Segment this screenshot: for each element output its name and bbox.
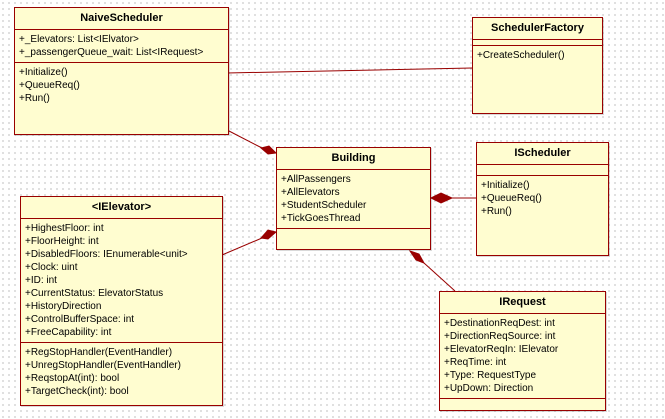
attribute: +Clock: uint <box>25 262 78 273</box>
link-naive-factory <box>226 67 473 74</box>
composition-diamond-naive <box>259 145 278 155</box>
operation: +UnregStopHandler(EventHandler) <box>25 360 181 371</box>
attribute: +StudentScheduler <box>281 200 367 211</box>
class-name: Building <box>277 148 430 170</box>
operation: +Run() <box>19 93 50 104</box>
attributes-section: +AllPassengers +AllElevators +StudentSch… <box>277 170 430 229</box>
class-naive-scheduler[interactable]: NaiveScheduler +_Elevators: List<IElvato… <box>14 7 229 135</box>
operations-section <box>277 229 430 235</box>
class-scheduler-factory[interactable]: SchedulerFactory +CreateScheduler() <box>472 17 603 114</box>
attribute: +DestinationReqDest: int <box>444 318 555 329</box>
attribute: +TickGoesThread <box>281 213 361 224</box>
operations-section: +CreateScheduler() <box>473 46 602 65</box>
link-ielevator-building <box>221 237 263 256</box>
attribute: +ElevatorReqIn: IElevator <box>444 344 559 355</box>
attribute: +AllElevators <box>281 187 340 198</box>
attributes-section: +HighestFloor: int +FloorHeight: int +Di… <box>21 219 222 343</box>
operation: +QueueReq() <box>19 80 80 91</box>
attribute: +UpDown: Direction <box>444 383 534 394</box>
operation: +QueueReq() <box>481 193 542 204</box>
operation: +Initialize() <box>481 180 530 191</box>
attributes-section <box>473 40 602 46</box>
attribute: +FloorHeight: int <box>25 236 99 247</box>
operation: +TargetCheck(int): bool <box>25 386 129 397</box>
attribute: +ControlBufferSpace: int <box>25 314 135 325</box>
attribute: +HistoryDirection <box>25 301 102 312</box>
attribute: +ID: int <box>25 275 57 286</box>
class-ielevator[interactable]: <IElevator> +HighestFloor: int +FloorHei… <box>20 196 223 406</box>
composition-diamond-irequest <box>408 250 426 264</box>
attribute: +AllPassengers <box>281 174 351 185</box>
attribute: +DisabledFloors: IEnumerable<unit> <box>25 249 188 260</box>
attribute: +FreeCapability: int <box>25 327 112 338</box>
operations-section <box>440 399 605 405</box>
attribute: +HighestFloor: int <box>25 223 104 234</box>
class-name: <IElevator> <box>21 197 222 219</box>
operations-section: +RegStopHandler(EventHandler) +UnregStop… <box>21 343 222 401</box>
attribute: +_passengerQueue_wait: List<IRequest> <box>19 47 204 58</box>
attributes-section: +_Elevators: List<IElvator> +_passengerQ… <box>15 30 228 63</box>
attribute: +ReqTime: int <box>444 357 507 368</box>
attribute: +Type: RequestType <box>444 370 537 381</box>
class-name: SchedulerFactory <box>473 18 602 40</box>
class-name: IScheduler <box>477 143 608 165</box>
composition-diamond-ielevator <box>260 229 278 240</box>
attributes-section <box>477 165 608 176</box>
composition-diamond-ischeduler <box>429 192 454 204</box>
attribute: +DirectionReqSource: int <box>444 331 556 342</box>
operation: +ReqstopAt(int): bool <box>25 373 120 384</box>
class-building[interactable]: Building +AllPassengers +AllElevators +S… <box>276 147 431 250</box>
operation: +RegStopHandler(EventHandler) <box>25 347 173 358</box>
operation: +CreateScheduler() <box>477 50 565 61</box>
operations-section: +Initialize() +QueueReq() +Run() <box>477 176 608 221</box>
class-irequest[interactable]: IRequest +DestinationReqDest: int +Direc… <box>439 291 606 411</box>
class-name: NaiveScheduler <box>15 8 228 30</box>
attribute: +CurrentStatus: ElevatorStatus <box>25 288 164 299</box>
class-ischeduler[interactable]: IScheduler +Initialize() +QueueReq() +Ru… <box>476 142 609 256</box>
class-name: IRequest <box>440 292 605 314</box>
operation: +Run() <box>481 206 512 217</box>
operation: +Initialize() <box>19 67 68 78</box>
attributes-section: +DestinationReqDest: int +DirectionReqSo… <box>440 314 605 399</box>
link-irequest-building <box>423 262 456 292</box>
link-naive-building <box>228 130 263 149</box>
operations-section: +Initialize() +QueueReq() +Run() <box>15 63 228 108</box>
attribute: +_Elevators: List<IElvator> <box>19 34 139 45</box>
